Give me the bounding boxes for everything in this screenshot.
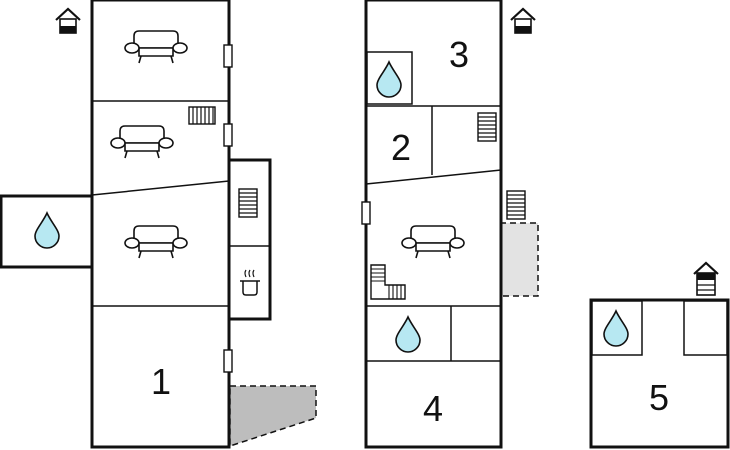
building-1: 1 — [0, 0, 317, 449]
building-2: 3 2 4 — [361, 0, 539, 449]
room-label-2: 2 — [391, 127, 411, 168]
house-icon — [509, 7, 537, 35]
house-icon — [693, 261, 719, 296]
room-label-5: 5 — [649, 377, 669, 418]
main-outline-1 — [90, 0, 231, 449]
door-icon — [361, 201, 371, 225]
stairs-icon — [238, 188, 258, 218]
door-icon — [223, 123, 233, 147]
building-3: 5 — [589, 261, 730, 449]
door-icon — [223, 349, 233, 373]
stairs-icon — [477, 112, 497, 142]
cooking-pot-icon — [240, 269, 260, 296]
stairs-icon — [506, 190, 526, 220]
terrace — [499, 222, 539, 297]
door-icon — [223, 44, 233, 68]
room-label-4: 4 — [423, 388, 443, 429]
right-annex — [226, 158, 272, 321]
radiator-icon — [188, 106, 216, 125]
house-icon — [54, 7, 82, 35]
room-label-3: 3 — [449, 34, 469, 75]
terrace — [229, 385, 317, 448]
stairs-icon — [370, 264, 406, 300]
room-label-1: 1 — [151, 361, 171, 402]
